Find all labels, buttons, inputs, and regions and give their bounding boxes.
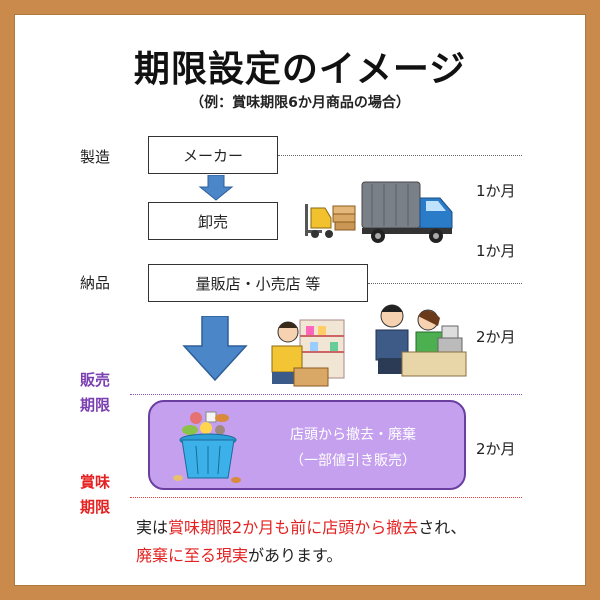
maker-box: メーカー [148, 136, 278, 174]
stage-label-manufacture: 製造 [80, 148, 111, 166]
bottom-message-line2: 廃棄に至る現実があります。 [136, 542, 466, 570]
bottom-message-line1: 実は賞味期限2か月も前に店頭から撤去され、 [136, 514, 466, 542]
truck-icon [361, 181, 453, 243]
timeline-line-sales-limit [130, 394, 522, 395]
bottom-text-part4: 廃棄に至る現実 [136, 546, 249, 565]
bottom-text-part5: があります。 [248, 546, 343, 565]
duration-retail-to-sales-limit: 2か月 [476, 328, 516, 346]
bottom-text-part1: 実は [136, 518, 169, 537]
duration-sales-limit-to-best-before: 2か月 [476, 440, 516, 458]
bottom-text-part3: され、 [418, 518, 467, 537]
page-subtitle: （例：賞味期限6か月商品の場合） [190, 95, 410, 111]
forklift-icon [305, 204, 356, 238]
bottom-message: 実は賞味期限2か月も前に店頭から撤去され、 廃棄に至る現実があります。 [136, 514, 466, 570]
stage-label-delivery: 納品 [80, 274, 111, 292]
page-title: 期限設定のイメージ [133, 49, 467, 90]
wholesale-box: 卸売 [148, 202, 278, 240]
retail-box: 量販店・小売店 等 [148, 264, 368, 302]
cashier-icon [375, 304, 467, 377]
bottom-text-part2: 賞味期限2か月も前に店頭から撤去 [168, 518, 419, 537]
down-arrow-small-icon [198, 175, 234, 201]
sales-limit-label: 販売 期限 [80, 368, 110, 418]
best-before-label-line2: 期限 [80, 498, 111, 516]
down-arrow-large-icon [182, 316, 248, 382]
best-before-label-line1: 賞味 [80, 473, 111, 491]
sales-limit-label-line2: 期限 [80, 396, 111, 414]
removal-disposal-text: 店頭から撤去・廃棄 （一部値引き販売） [258, 422, 448, 474]
timeline-line-manufacture [278, 155, 522, 156]
shelf-stocking-worker-icon [271, 319, 345, 387]
timeline-line-best-before [130, 497, 522, 498]
timeline-line-delivery [368, 283, 522, 284]
duration-wholesale-to-retail: 1か月 [476, 242, 516, 260]
removal-disposal-line2: （一部値引き販売） [290, 453, 416, 469]
best-before-label: 賞味 期限 [80, 470, 110, 520]
sales-limit-label-line1: 販売 [80, 371, 111, 389]
duration-manufacture-to-wholesale: 1か月 [476, 182, 516, 200]
trash-bin-food-waste-icon [173, 411, 241, 483]
removal-disposal-line1: 店頭から撤去・廃棄 [290, 427, 416, 443]
